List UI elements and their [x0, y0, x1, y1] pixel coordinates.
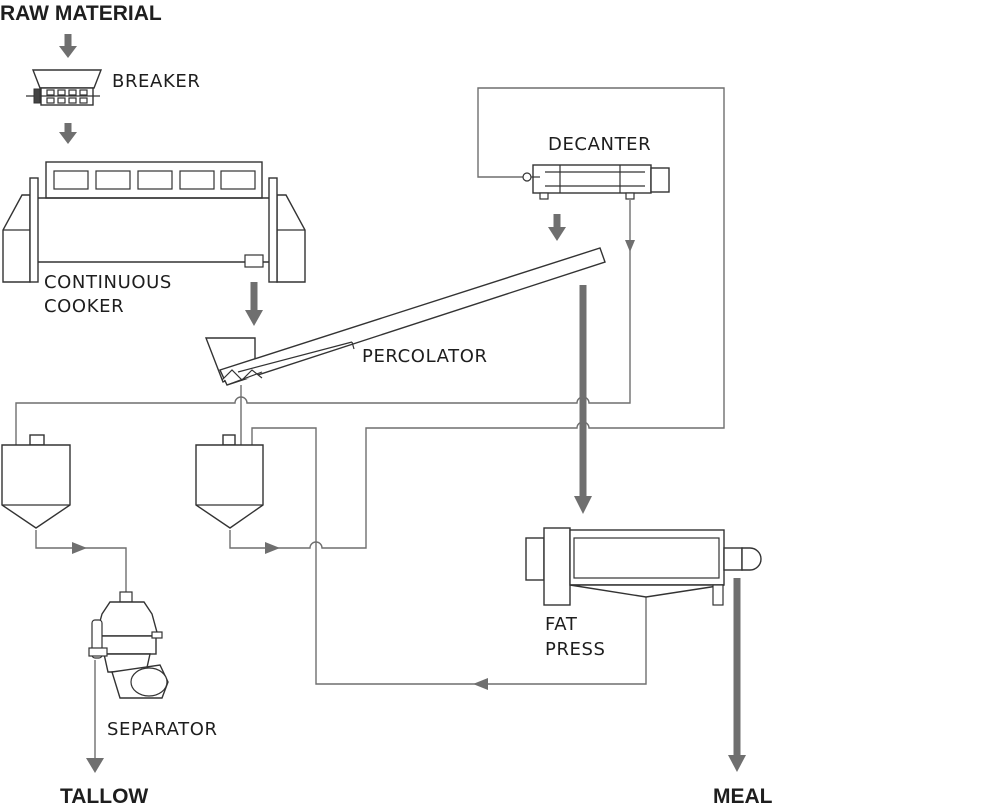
collection-tank-2-icon	[195, 434, 264, 529]
decanter-recycle-pipe	[229, 87, 725, 549]
continuous-cooker-label-line2: COOKER	[44, 296, 124, 317]
decanter-liquid-pipe	[15, 200, 635, 445]
fat-press-return-pipe	[251, 427, 647, 690]
arrow-fat-press-to-meal	[728, 578, 746, 772]
continuous-cooker-icon	[2, 161, 306, 283]
tank2-outlet-arrow	[265, 542, 280, 554]
arrow-breaker-to-cooker	[59, 123, 77, 144]
arrow-decanter-to-percolator	[548, 214, 566, 241]
decanter-label: DECANTER	[548, 134, 651, 155]
fat-press-label-line1: FAT	[545, 614, 578, 635]
decanter-icon	[522, 164, 670, 200]
separator-label: SEPARATOR	[107, 719, 218, 740]
raw-material-label: RAW MATERIAL	[0, 2, 162, 25]
meal-label: MEAL	[713, 785, 773, 808]
tallow-label: TALLOW	[60, 785, 148, 808]
collection-tank-1-icon	[1, 434, 71, 529]
arrow-raw-to-breaker	[59, 34, 77, 58]
fat-press-icon	[525, 527, 762, 606]
breaker-icon	[26, 69, 103, 106]
arrow-percolator-to-fat-press	[574, 285, 592, 514]
fat-press-label-line2: PRESS	[545, 639, 606, 660]
separator-icon	[88, 591, 169, 699]
continuous-cooker-label-line1: CONTINUOUS	[44, 272, 172, 293]
arrow-cooker-to-percolator	[245, 282, 263, 326]
percolator-label: PERCOLATOR	[362, 346, 488, 367]
breaker-label: BREAKER	[112, 71, 200, 92]
separator-to-tallow-pipe	[86, 660, 104, 773]
tank1-to-separator-pipe	[35, 530, 127, 592]
percolator-icon	[204, 247, 606, 386]
